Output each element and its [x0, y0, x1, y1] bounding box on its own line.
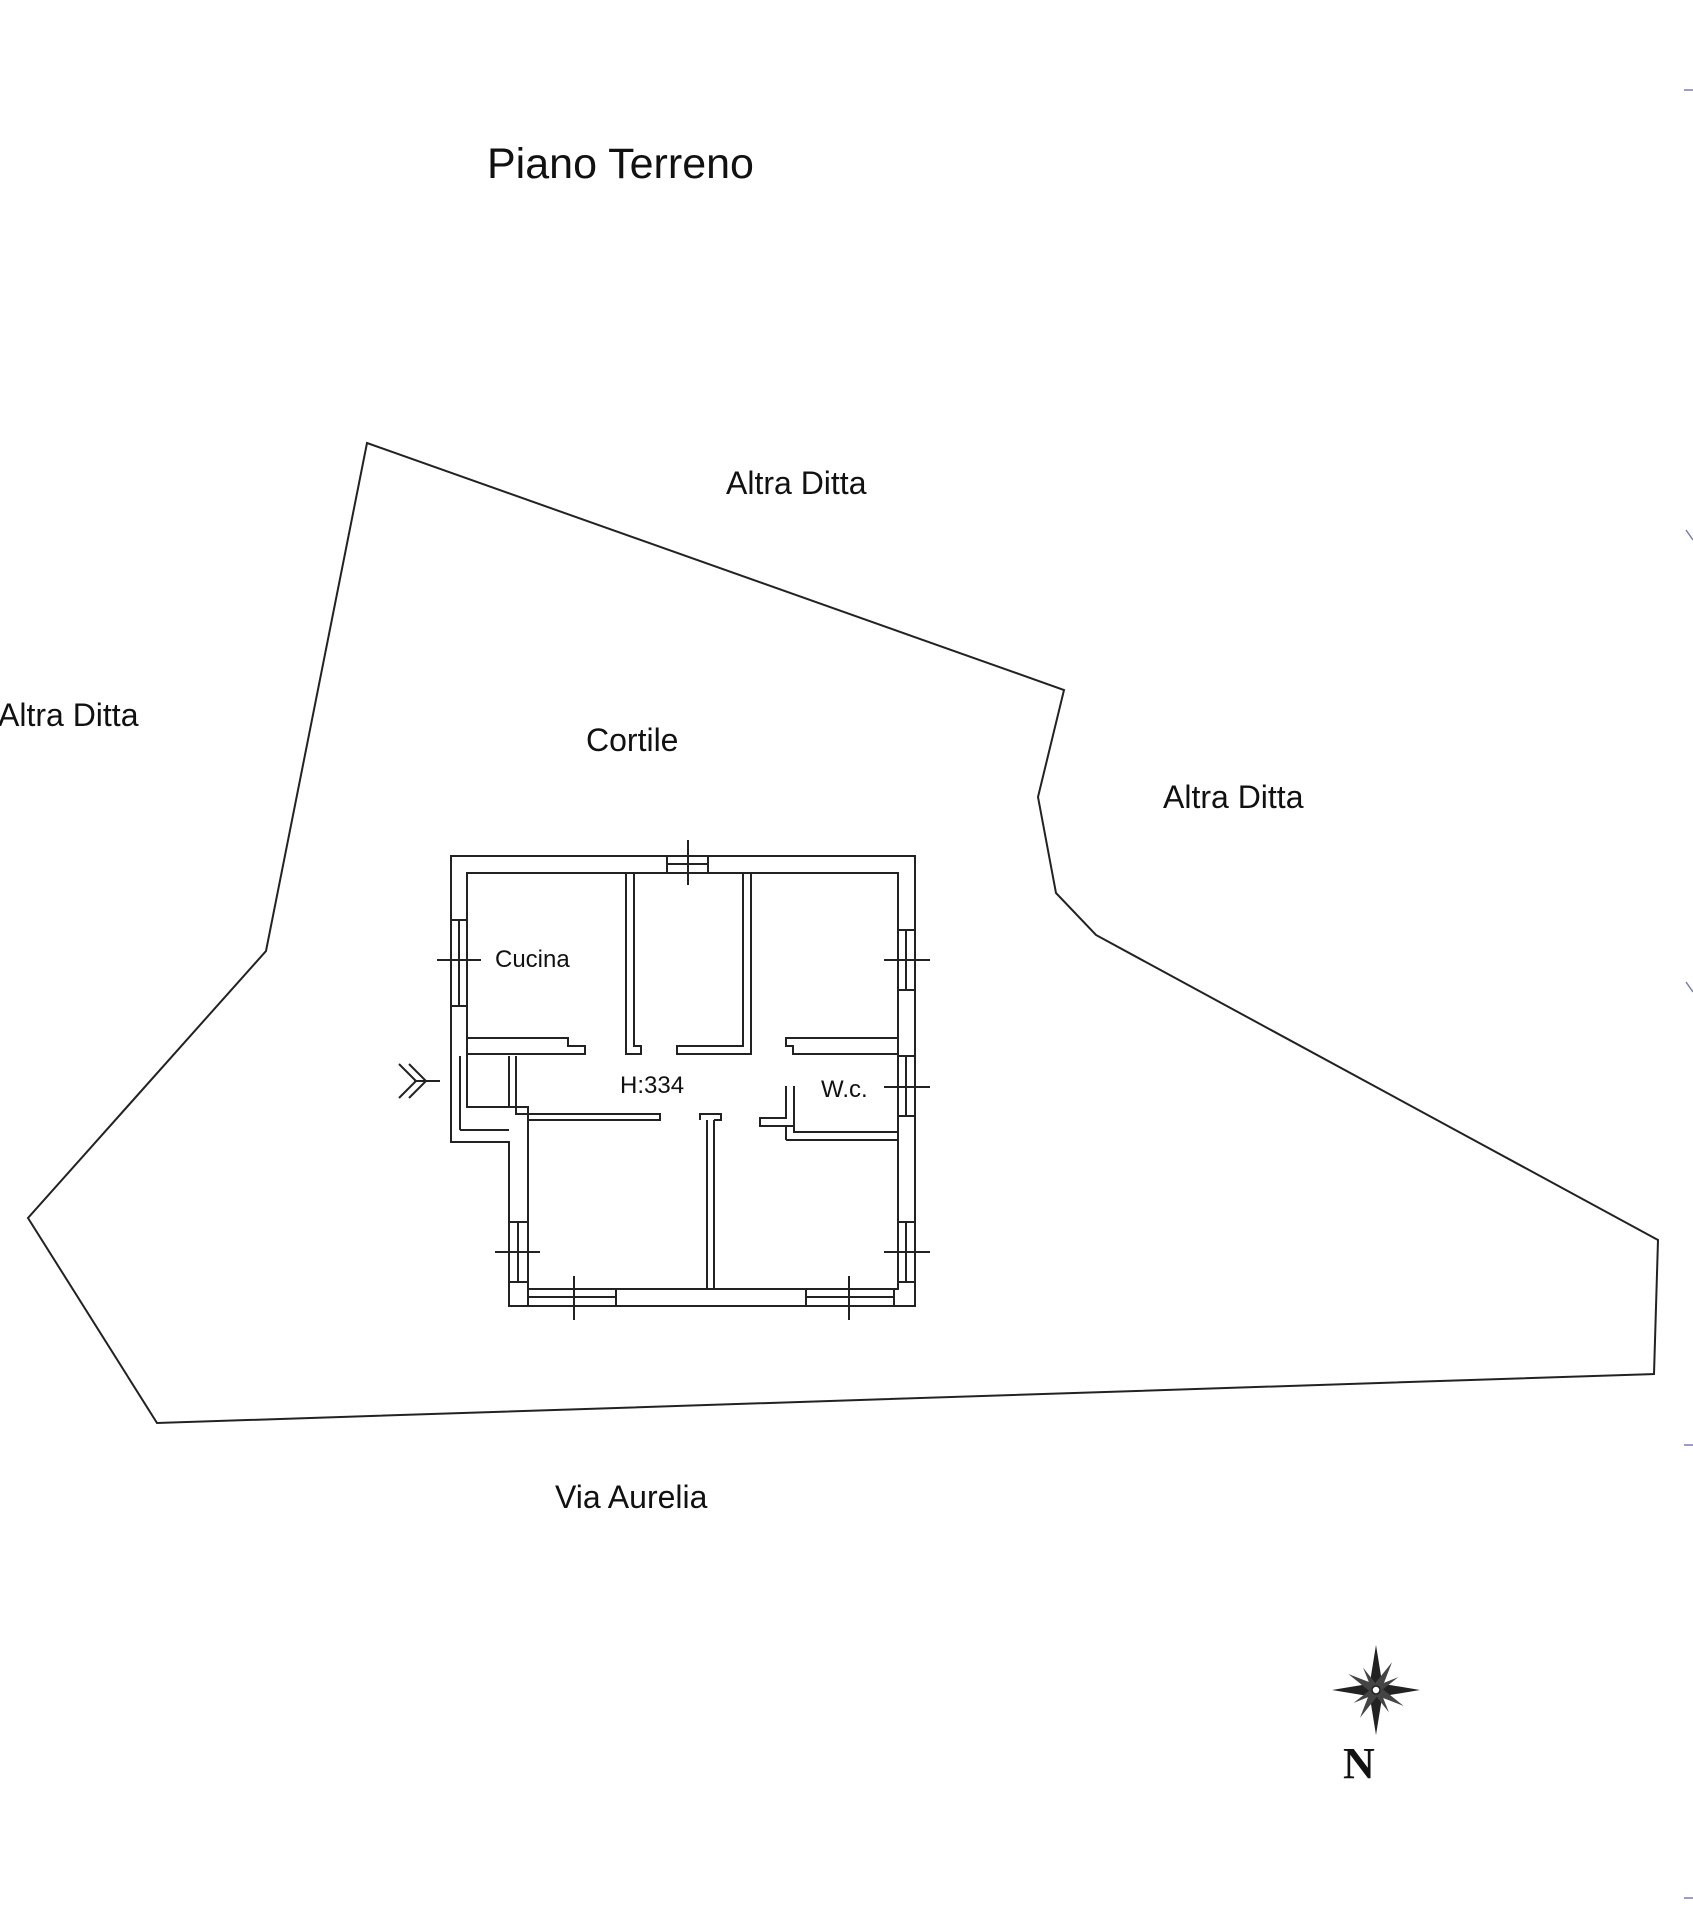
north-label: N	[1343, 1739, 1375, 1788]
window-right-bottom	[884, 1221, 930, 1283]
street-label: Via Aurelia	[555, 1479, 708, 1515]
building-plan	[398, 840, 930, 1320]
window-left-bottom	[495, 1221, 540, 1283]
neighbor-left-label: Altra Ditta	[0, 697, 139, 733]
compass-rose-icon	[1332, 1645, 1420, 1735]
page-edge-marks	[1684, 89, 1693, 1899]
entry-arrow-icon	[398, 1063, 440, 1099]
window-kitchen	[437, 919, 481, 1007]
building-outer-wall	[450, 855, 916, 1307]
corridor-walls	[515, 1107, 722, 1290]
room-label-kitchen: Cucina	[495, 946, 570, 973]
window-wc	[884, 1055, 930, 1117]
neighbor-top-label: Altra Ditta	[726, 465, 867, 501]
kitchen-wall	[467, 1037, 586, 1055]
room-label-wc: W.c.	[821, 1076, 868, 1103]
window-top	[666, 840, 709, 885]
window-bottom-right	[805, 1276, 895, 1320]
wc-walls	[759, 1086, 898, 1141]
neighbor-right-label: Altra Ditta	[1163, 779, 1304, 815]
window-bottom-left	[527, 1276, 617, 1320]
right-room-wall	[785, 1037, 898, 1055]
plot-boundary	[26, 441, 1660, 1425]
middle-room-walls	[625, 873, 752, 1055]
room-height-label: H:334	[620, 1072, 684, 1099]
courtyard-label: Cortile	[586, 722, 678, 758]
drawing-title: Piano Terreno	[487, 140, 754, 188]
entry-recess	[459, 1056, 517, 1131]
window-right-top	[884, 929, 930, 991]
